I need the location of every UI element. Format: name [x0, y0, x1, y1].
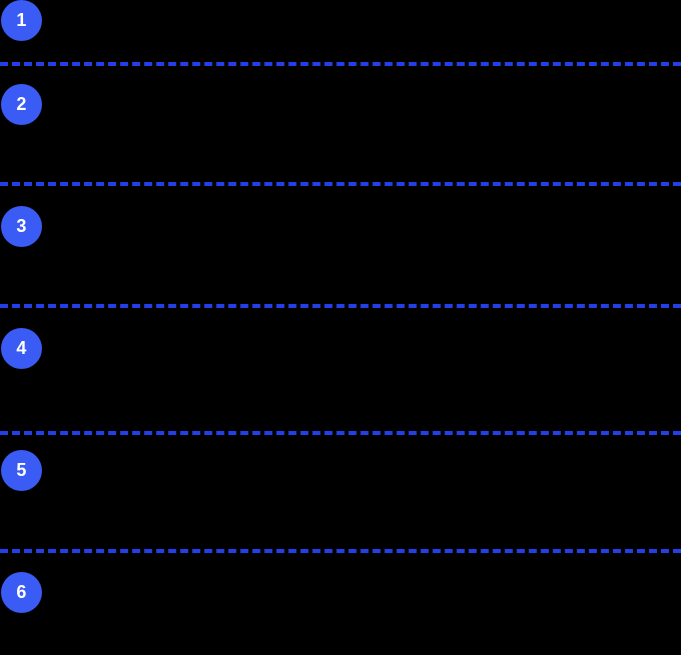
- region-band-6[interactable]: [0, 549, 681, 655]
- separator-1-2: [0, 62, 681, 66]
- region-badge-1[interactable]: 1: [1, 0, 42, 41]
- region-band-5[interactable]: [0, 431, 681, 549]
- region-badge-number: 1: [16, 10, 27, 30]
- region-badge-number: 2: [16, 94, 27, 114]
- region-badge-4[interactable]: 4: [1, 327, 42, 369]
- region-badge-5[interactable]: 5: [1, 449, 42, 491]
- region-badge-number: 6: [16, 582, 27, 602]
- region-band-4[interactable]: [0, 304, 681, 431]
- separator-5-6: [0, 549, 681, 553]
- region-badge-3[interactable]: 3: [1, 205, 42, 247]
- region-band-2[interactable]: [0, 62, 681, 182]
- region-badge-number: 4: [16, 338, 27, 358]
- separator-2-3: [0, 182, 681, 186]
- region-band-1[interactable]: [0, 0, 681, 62]
- region-badge-number: 5: [16, 460, 27, 480]
- region-band-3[interactable]: [0, 182, 681, 304]
- separator-3-4: [0, 304, 681, 308]
- separator-4-5: [0, 431, 681, 435]
- region-badge-2[interactable]: 2: [1, 83, 42, 125]
- region-badge-number: 3: [16, 216, 27, 236]
- region-badge-6[interactable]: 6: [1, 571, 42, 613]
